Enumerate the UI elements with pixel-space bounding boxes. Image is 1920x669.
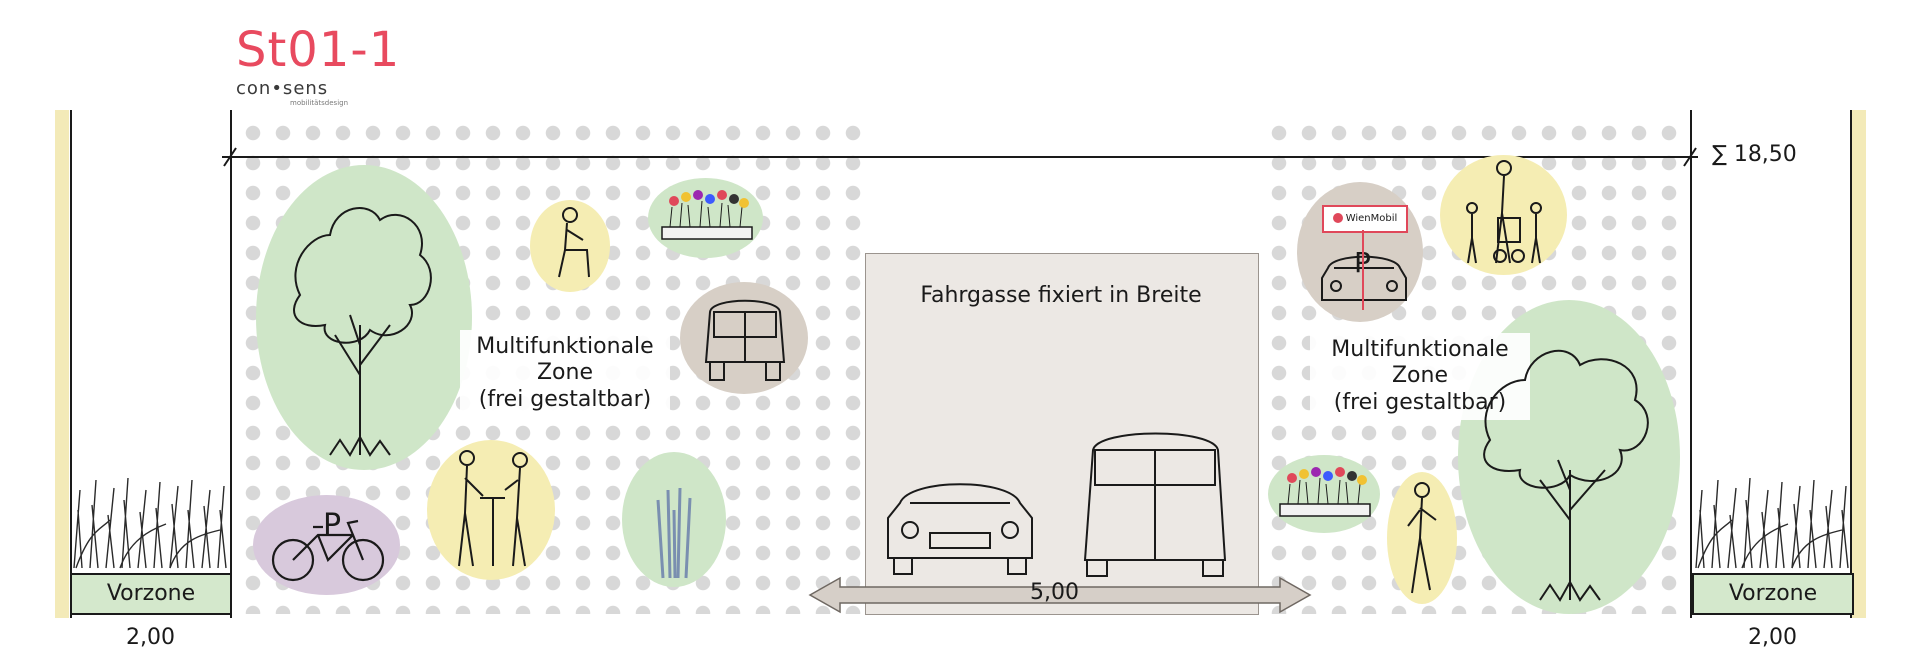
right-zone-label-line3: (frei gestaltbar) (1333, 389, 1507, 415)
right-outer-line (1850, 110, 1852, 618)
page-title: St01-1 (236, 22, 401, 78)
wienmobil-sign: WienMobil (1322, 205, 1408, 233)
lane-width-label: 5,00 (1030, 580, 1079, 605)
right-zone-label-line1: Multifunktionale (1331, 337, 1509, 362)
left-zone-label-line1: Multifunktionale (476, 334, 654, 359)
left-zone-label-line3: (frei gestaltbar) (478, 386, 652, 412)
vorzone-right-box: Vorzone (1692, 573, 1854, 615)
jogger-zone (1387, 472, 1457, 604)
left-inner-line (230, 110, 232, 618)
bicycle-icon (271, 519, 385, 582)
lane-label: Fahrgasse fixiert in Breite (920, 283, 1202, 308)
delivery-van-icon (704, 299, 786, 381)
seated-person-icon (558, 207, 590, 278)
tree-icon-right (1483, 349, 1649, 602)
bike-parking-letter: P (323, 508, 342, 543)
vorzone-left-box: Vorzone (70, 573, 232, 615)
right-zone-label: Multifunktionale Zone (frei gestaltbar) (1310, 333, 1530, 421)
flower-bed-zone-left (648, 178, 763, 258)
standing-table-people-icon (458, 450, 528, 567)
total-dimension-label: ∑ 18,50 (1712, 142, 1797, 167)
family-icon (1466, 160, 1542, 264)
car-icon-lane (887, 483, 1033, 575)
brand-subtitle: mobilitätsdesign (290, 99, 349, 107)
left-vorzone-dimension: 2,00 (126, 625, 175, 650)
wienmobil-logo-icon (1332, 213, 1343, 223)
flower-bed-icon-left (661, 190, 753, 240)
wienmobil-label: WienMobil (1345, 213, 1398, 224)
lane-width-arrow (808, 576, 1312, 614)
left-outer-line (70, 110, 72, 618)
vorzone-right-grass (1695, 477, 1849, 569)
driving-lane (865, 253, 1259, 615)
flower-bed-zone-right (1268, 455, 1380, 533)
tree-icon-left (293, 207, 432, 457)
left-edge-bar (55, 110, 69, 618)
right-inner-line (1690, 110, 1692, 618)
flower-bed-icon-right (1279, 467, 1371, 517)
van-icon-lane (1083, 432, 1227, 577)
brand-logo: con•sens (236, 78, 329, 99)
ornamental-grass-icon (656, 487, 692, 579)
right-vorzone-dimension: 2,00 (1748, 625, 1797, 650)
wienmobil-post-icon (1362, 230, 1364, 310)
left-zone-label-line2: Zone (536, 360, 593, 386)
vorzone-left-grass (73, 477, 227, 569)
standing-table-zone (427, 440, 555, 580)
left-zone-label: Multifunktionale Zone (frei gestaltbar) (460, 330, 670, 418)
right-zone-label-line2: Zone (1391, 363, 1448, 389)
seating-zone (530, 200, 610, 292)
jogger-icon (1407, 482, 1437, 594)
right-edge-bar (1852, 110, 1866, 618)
tree-left-zone (256, 165, 472, 470)
